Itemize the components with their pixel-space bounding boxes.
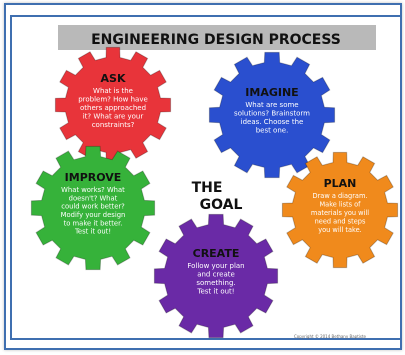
gear-improve-text-line: Test it out! xyxy=(74,228,111,236)
gear-plan: PLAN Draw a diagram.Make lists ofmaterial… xyxy=(281,151,399,269)
gear-improve-shape xyxy=(30,145,156,271)
gear-improve-title: IMPROVE xyxy=(65,171,122,184)
gear-ask-text-line: others approached xyxy=(80,104,146,112)
gear-create-title: CREATE xyxy=(193,247,240,260)
title-banner-background xyxy=(58,25,376,50)
gear-imagine-shape xyxy=(208,51,336,179)
gear-improve-text-line: could work better? xyxy=(61,203,125,211)
gear-imagine-text-line: solutions? Brainstorm xyxy=(234,110,310,118)
goal-line1: THE xyxy=(192,180,223,196)
gear-ask-text-line: What is the xyxy=(93,87,133,95)
gear-create-shape xyxy=(153,213,279,339)
gear-imagine-text-line: ideas. Choose the xyxy=(241,118,304,126)
diagram-title: ENGINEERING DESIGN PROCESS xyxy=(91,32,341,48)
gear-improve-text-line: to make it better. xyxy=(64,219,123,227)
gear-plan-text-line: Make lists of xyxy=(319,200,361,208)
gear-create-text-line: and create xyxy=(197,271,235,279)
gear-improve-text-line: Modify your design xyxy=(61,211,126,219)
gear-ask-title: ASK xyxy=(101,72,126,85)
gear-create-text-line: Test it out! xyxy=(196,288,234,296)
gear-plan-title: PLAN xyxy=(324,177,357,190)
gear-ask-text-line: constraints? xyxy=(92,121,135,129)
copyright-text: Copyright © 2014 Bethany Baptiste xyxy=(294,334,367,339)
gear-plan-text-line: need and steps xyxy=(315,217,366,225)
gear-create-text-line: Follow your plan xyxy=(187,262,244,270)
gear-plan-text-line: materials you will xyxy=(311,209,369,217)
goal-line2: GOAL xyxy=(200,197,243,213)
gear-plan-shape xyxy=(281,151,399,269)
gear-improve-text-line: doesn't? What xyxy=(69,194,118,202)
gear-imagine-text-line: What are some xyxy=(245,101,298,109)
title-banner: ENGINEERING DESIGN PROCESS xyxy=(58,25,376,50)
gear-imagine-title: IMAGINE xyxy=(245,86,298,99)
goal-label: THE GOAL xyxy=(192,180,243,213)
gear-plan-text-line: Draw a diagram. xyxy=(313,192,368,200)
gear-create-text-line: something. xyxy=(196,279,235,287)
gear-ask-text-line: problem? How have xyxy=(78,95,148,103)
gear-improve-text-line: What works? What xyxy=(61,186,125,194)
gear-imagine-text-line: best one. xyxy=(256,127,289,135)
gear-plan-text-line: you will take. xyxy=(318,226,362,234)
gear-ask-text-line: it? What are your xyxy=(83,112,144,120)
